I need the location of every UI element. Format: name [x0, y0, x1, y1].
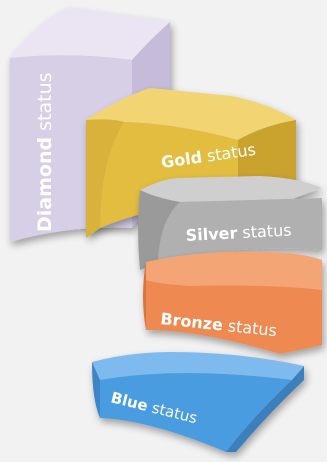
silver-label: Silver status: [185, 220, 292, 245]
silver-tier: Silver status: [138, 176, 322, 270]
bronze-top: [146, 251, 322, 290]
bronze-tier: Bronze status: [143, 251, 322, 354]
blue-tier: Blue status: [92, 352, 304, 452]
blue-left: [92, 362, 100, 418]
blue-front: [100, 373, 292, 452]
silver-top: [140, 176, 322, 202]
gold-front-curve: [86, 119, 124, 238]
diamond-top: [10, 8, 170, 60]
silver-front-curve: [138, 190, 180, 270]
blue-top: [92, 352, 304, 380]
silver-front: [158, 198, 322, 262]
gold-top: [86, 88, 296, 140]
bronze-front: [146, 280, 322, 354]
diamond-label: Diamond status: [34, 72, 56, 232]
bronze-label: Bronze status: [160, 309, 278, 340]
bronze-curve: [143, 262, 146, 330]
blue-side: [226, 366, 304, 452]
